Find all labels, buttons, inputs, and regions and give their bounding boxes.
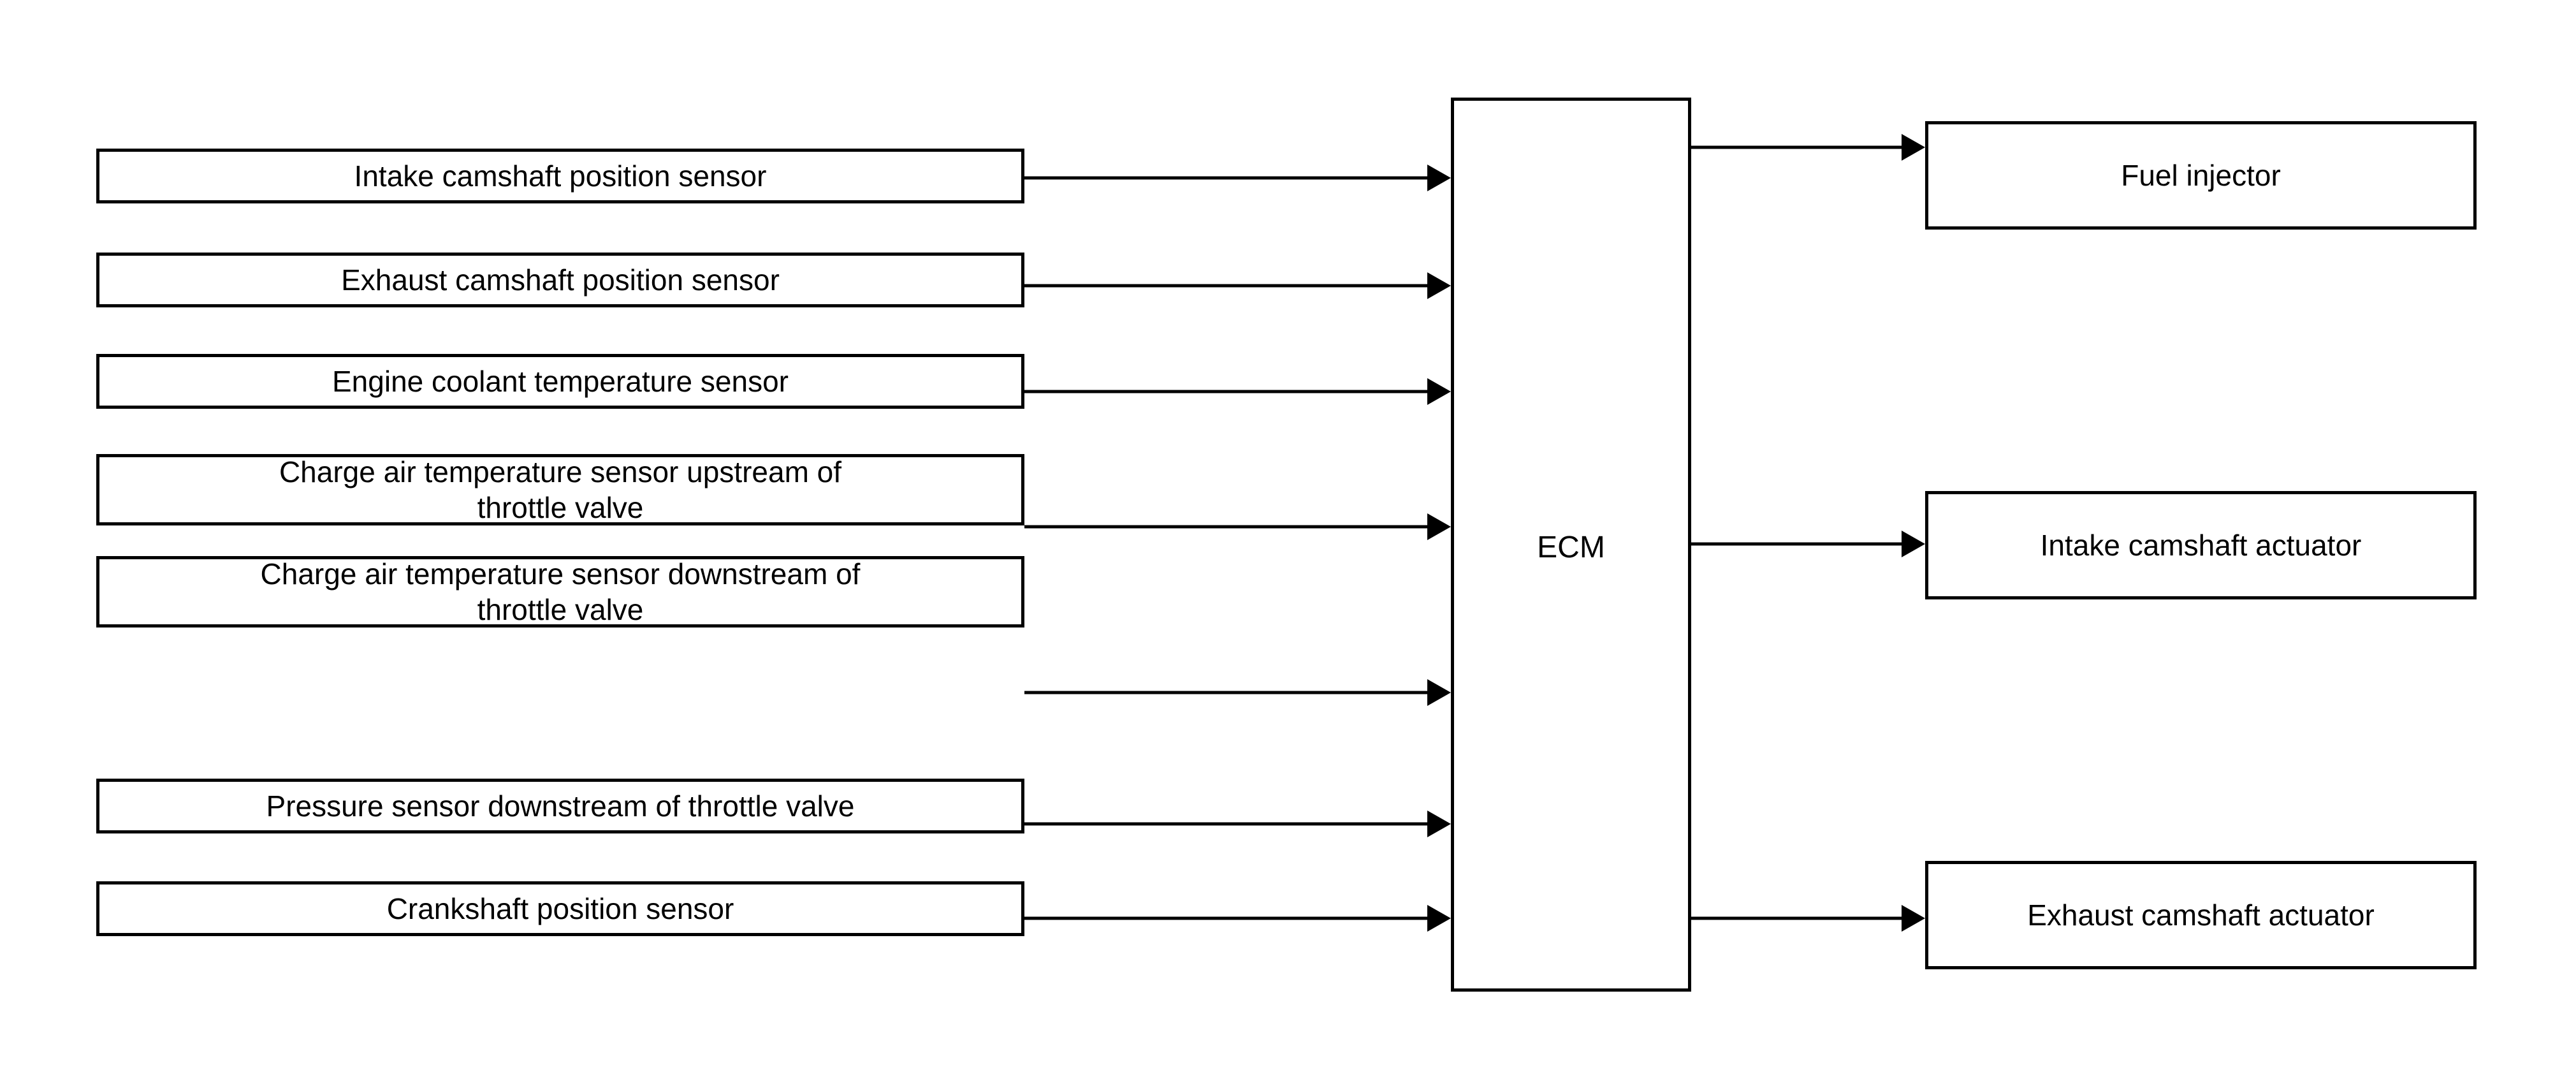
sensor-node-2[interactable]: Engine coolant temperature sensor: [96, 354, 1024, 409]
input-connector-1-arrowhead: [1427, 272, 1451, 299]
input-connector-6: [1024, 905, 1451, 932]
input-connector-4: [1024, 679, 1451, 706]
output-connector-2: [1691, 905, 1925, 932]
ecm-node-label: ECM: [1537, 531, 1605, 564]
sensor-node-label: Engine coolant temperature sensor: [332, 364, 789, 398]
output-connector-1: [1691, 531, 1925, 557]
sensor-node-label: Charge air temperature sensor upstream o…: [279, 455, 842, 524]
sensor-node-5[interactable]: Pressure sensor downstream of throttle v…: [96, 779, 1024, 833]
sensor-node-4[interactable]: Charge air temperature sensor downstream…: [96, 556, 1024, 627]
input-connector-5: [1024, 811, 1451, 837]
sensor-node-3[interactable]: Charge air temperature sensor upstream o…: [96, 454, 1024, 525]
input-connector-0: [1024, 165, 1451, 191]
ecm-node[interactable]: ECM: [1451, 98, 1691, 992]
actuator-node-0[interactable]: Fuel injector: [1925, 121, 2477, 230]
sensor-node-label: Intake camshaft position sensor: [354, 159, 767, 193]
output-connector-2-arrowhead: [1902, 905, 1925, 932]
actuator-node-1[interactable]: Intake camshaft actuator: [1925, 491, 2477, 599]
input-connector-2: [1024, 378, 1451, 405]
sensor-node-label: Exhaust camshaft position sensor: [341, 263, 780, 297]
input-connector-6-arrowhead: [1427, 905, 1451, 932]
output-connector-0-arrowhead: [1902, 134, 1925, 161]
input-connector-2-arrowhead: [1427, 378, 1451, 405]
sensor-node-label: Crankshaft position sensor: [386, 892, 734, 925]
sensor-node-label: Charge air temperature sensor downstream…: [260, 557, 861, 626]
actuator-node-2[interactable]: Exhaust camshaft actuator: [1925, 861, 2477, 969]
actuator-node-label: Intake camshaft actuator: [2040, 528, 2362, 562]
output-connector-1-arrowhead: [1902, 531, 1925, 557]
sensor-node-label: Pressure sensor downstream of throttle v…: [266, 789, 855, 823]
sensor-node-6[interactable]: Crankshaft position sensor: [96, 881, 1024, 936]
actuator-node-label: Fuel injector: [2121, 158, 2281, 192]
input-connector-3: [1024, 513, 1451, 540]
input-connector-3-arrowhead: [1427, 513, 1451, 540]
sensor-node-0[interactable]: Intake camshaft position sensor: [96, 149, 1024, 203]
sensor-node-1[interactable]: Exhaust camshaft position sensor: [96, 253, 1024, 307]
output-connector-0: [1691, 134, 1925, 161]
input-connector-5-arrowhead: [1427, 811, 1451, 837]
input-connector-4-arrowhead: [1427, 679, 1451, 706]
input-connector-1: [1024, 272, 1451, 299]
actuator-node-label: Exhaust camshaft actuator: [2027, 898, 2375, 932]
input-connector-0-arrowhead: [1427, 165, 1451, 191]
